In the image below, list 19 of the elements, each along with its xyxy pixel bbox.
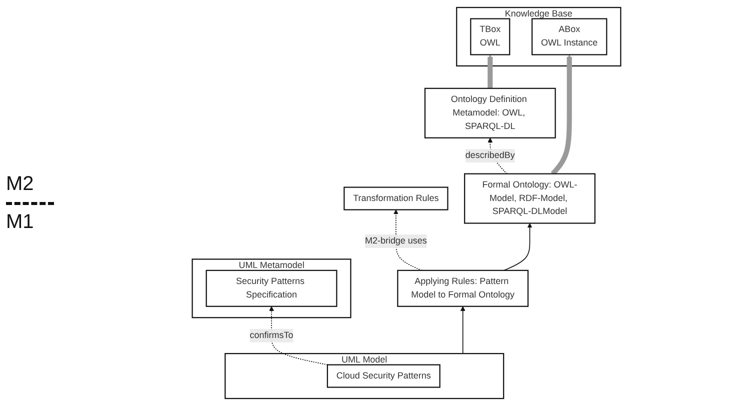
- node-box: ABox OWL Instance: [532, 18, 608, 56]
- arrow: [550, 54, 572, 176]
- node-box: Security Patterns Specification: [206, 270, 338, 307]
- arrow: [460, 306, 466, 354]
- arrow: [269, 306, 328, 366]
- level-label: M2: [6, 172, 34, 196]
- node-box: Applying Rules: Pattern Model to Formal Ontology: [397, 270, 529, 307]
- edge-label: describedBy: [465, 150, 515, 160]
- node-box: TBox OWL: [470, 18, 510, 56]
- edge-label: M2-bridge uses: [364, 236, 427, 246]
- arrow: [488, 54, 493, 90]
- level-label: M1: [6, 210, 34, 234]
- node-box: Transformation Rules: [344, 186, 448, 210]
- arrow: [504, 223, 532, 271]
- edge-label: confirmsTo: [250, 330, 294, 340]
- node-box: Cloud Security Patterns: [326, 364, 440, 388]
- node-box: Formal Ontology: OWL-Model, RDF-Model, SPARQL-DLModel: [464, 173, 596, 224]
- arrow: [393, 210, 422, 271]
- node-box: Ontology Definition Metamodel: OWL, SPARQL-DL: [424, 88, 556, 138]
